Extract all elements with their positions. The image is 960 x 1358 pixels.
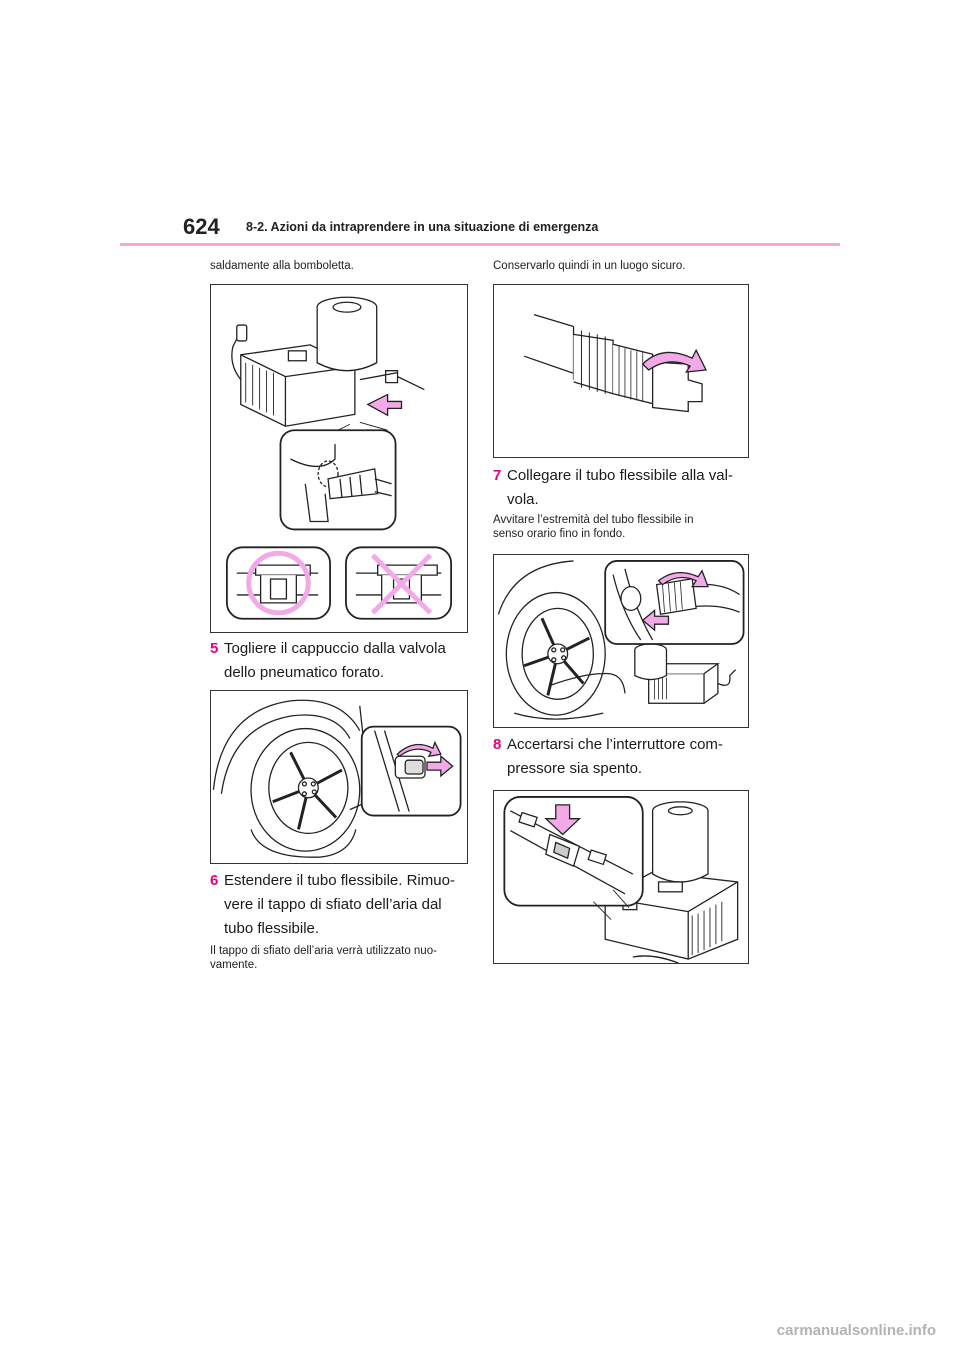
left-intro-text: saldamente alla bomboletta. (210, 260, 354, 272)
figure-remove-valve-cap (210, 690, 468, 864)
step-6-text: Estendere il tubo flessibile. Rimuo- ver… (224, 872, 455, 937)
step-5-number: 5 (210, 640, 219, 657)
watermark: carmanualsonline.info (776, 1322, 936, 1339)
figure-compressor-connection (210, 284, 468, 633)
step-8-text: Accertarsi che l’interruttore com- press… (507, 736, 723, 777)
step-5-text: Togliere il cappuccio dalla valvola dell… (224, 640, 446, 681)
page-number: 624 (183, 214, 220, 239)
figure-connect-hose-to-valve (493, 554, 749, 728)
step-6-note: Il tappo di sfiato dell’aria verrà utili… (210, 945, 437, 971)
step-6: 6 Estendere il tubo flessibile. Rimuo- v… (210, 869, 472, 941)
step-6-number: 6 (210, 872, 219, 889)
step-7-number: 7 (493, 467, 502, 484)
right-intro-text: Conservarlo quindi in un luogo sicuro. (493, 260, 686, 272)
step-7-note: Avvitare l’estremità del tubo flessibile… (493, 514, 694, 540)
step-5: 5 Togliere il cappuccio dalla valvola de… (210, 637, 470, 685)
step-7-text: Collegare il tubo flessibile alla val- v… (507, 467, 733, 508)
step-8: 8 Accertarsi che l’interruttore com- pre… (493, 733, 755, 781)
figure-compressor-switch-off (493, 790, 749, 964)
step-7: 7 Collegare il tubo flessibile alla val-… (493, 464, 755, 512)
step-8-number: 8 (493, 736, 502, 753)
header-rule (120, 243, 840, 246)
section-title: 8-2. Azioni da intraprendere in una situ… (246, 220, 599, 234)
figure-hose-air-cap (493, 284, 749, 458)
